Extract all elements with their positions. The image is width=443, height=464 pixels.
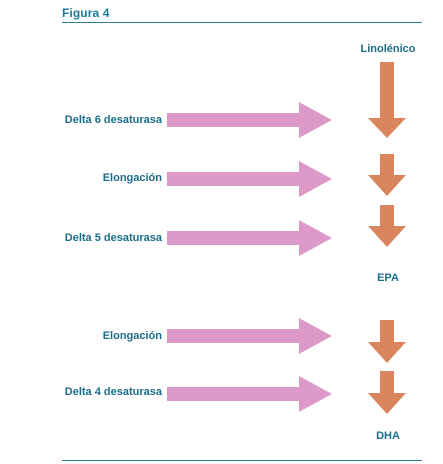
figure-title: Figura 4 (62, 6, 110, 20)
step-label-elongation-1: Elongación (102, 172, 162, 184)
pathway-arrow-4 (368, 320, 406, 363)
pathway-arrow-5 (368, 371, 406, 414)
pathway-arrow-2 (368, 154, 406, 196)
enzyme-arrow-elongation-2 (167, 318, 332, 354)
dha-label: DHA (376, 430, 400, 442)
enzyme-arrow-delta4 (167, 376, 332, 412)
top-rule (62, 22, 422, 23)
enzyme-arrow-delta6 (167, 102, 332, 138)
enzyme-arrow-delta5 (167, 220, 332, 256)
pathway-arrow-3 (368, 205, 406, 247)
step-label-delta4: Delta 4 desaturasa (64, 386, 162, 398)
enzyme-arrow-elongation-1 (167, 161, 332, 197)
epa-label: EPA (377, 272, 399, 284)
bottom-rule (62, 460, 422, 461)
pathway-arrow-1 (368, 62, 406, 138)
step-label-delta6: Delta 6 desaturasa (64, 114, 162, 126)
step-label-elongation-2: Elongación (102, 330, 162, 342)
linolenic-label: Linolénico (360, 43, 416, 55)
step-label-delta5: Delta 5 desaturasa (64, 232, 162, 244)
